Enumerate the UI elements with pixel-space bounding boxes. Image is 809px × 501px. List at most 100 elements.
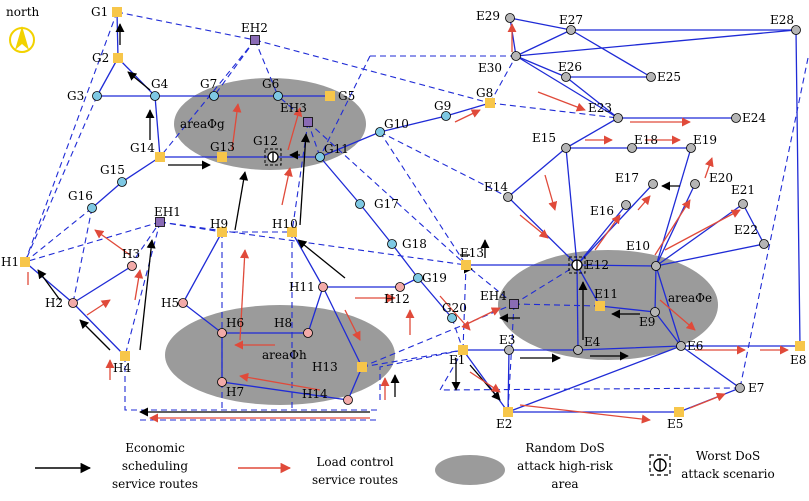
- worst-attack-icon: [649, 454, 671, 476]
- node-label: H1: [1, 255, 19, 269]
- legend-area-line2: attack high-risk: [517, 459, 614, 473]
- node-label: E24: [742, 111, 766, 125]
- node-g13: G13: [210, 140, 235, 162]
- node-label: H12: [384, 292, 410, 306]
- node-marker: [155, 152, 165, 162]
- node-marker: [217, 328, 227, 338]
- legend-economic-line1: Economic: [125, 441, 185, 455]
- node-label: E13: [460, 246, 484, 260]
- node-marker: [318, 282, 328, 292]
- node-g4: G4: [150, 77, 169, 101]
- node-marker: [561, 72, 571, 82]
- node-label: G15: [100, 163, 125, 177]
- north-indicator: north: [6, 5, 40, 53]
- node-marker: [458, 345, 468, 355]
- legend-worst-line2: attack scenario: [681, 467, 774, 481]
- node-label: H10: [272, 217, 298, 231]
- node-label: G16: [68, 189, 93, 203]
- legend-area-line1: Random DoS: [525, 441, 604, 455]
- node-marker: [120, 351, 130, 361]
- node-marker: [627, 143, 637, 153]
- node-marker: [20, 257, 30, 267]
- node-label: E2: [496, 417, 512, 431]
- node-marker: [504, 345, 514, 355]
- node-label: E21: [731, 183, 755, 197]
- node-marker: [209, 91, 219, 101]
- node-h13: H13: [312, 360, 367, 374]
- node-e8: E8: [790, 341, 806, 367]
- node-marker: [413, 273, 423, 283]
- node-marker: [738, 199, 748, 209]
- node-e28: E28: [770, 13, 801, 35]
- node-eh1: EH1: [154, 205, 181, 227]
- node-e24: E24: [731, 111, 766, 125]
- node-marker: [735, 383, 745, 393]
- node-e23: E23: [588, 101, 623, 123]
- node-eh2: EH2: [241, 21, 268, 45]
- node-label: E16: [590, 204, 614, 218]
- node-e13: E13: [460, 246, 484, 270]
- node-marker: [178, 298, 188, 308]
- node-label: H4: [113, 361, 131, 375]
- node-marker: [759, 239, 769, 249]
- node-e17: E17: [615, 171, 658, 189]
- north-arrow-icon: [15, 26, 29, 50]
- node-marker: [273, 91, 283, 101]
- node-eh4: EH4: [480, 289, 519, 309]
- node-marker: [343, 395, 353, 405]
- node-e16: E16: [590, 200, 631, 218]
- node-marker: [573, 345, 583, 355]
- node-marker: [112, 7, 122, 17]
- node-g20: G20: [442, 301, 467, 323]
- node-marker: [87, 203, 97, 213]
- node-label: H8: [274, 316, 292, 330]
- node-label: G10: [384, 117, 409, 131]
- node-e21: E21: [731, 183, 755, 209]
- legend-load-line2: service routes: [312, 473, 398, 487]
- node-marker: [511, 51, 521, 61]
- legend-worst-line1: Worst DoS: [696, 449, 760, 463]
- solid-links: [24, 11, 801, 413]
- node-label: H6: [226, 316, 244, 330]
- node-marker: [621, 200, 631, 210]
- node-e11: E11: [594, 287, 618, 311]
- node-label: E12: [585, 258, 609, 272]
- node-h14: H14: [302, 387, 353, 405]
- node-marker: [375, 127, 385, 137]
- node-marker: [250, 35, 260, 45]
- node-eh3: EH3: [280, 101, 313, 127]
- legend-worst-attack: Worst DoS attack scenario: [649, 449, 775, 481]
- node-marker: [92, 91, 102, 101]
- node-e7: E7: [735, 381, 764, 395]
- node-marker: [155, 217, 165, 227]
- node-label: H5: [161, 296, 179, 310]
- node-marker: [217, 152, 227, 162]
- node-marker: [651, 261, 661, 271]
- north-label: north: [6, 5, 40, 19]
- node-label: E6: [687, 339, 703, 353]
- node-h10: H10: [272, 217, 298, 237]
- node-g19: G19: [413, 271, 447, 285]
- node-marker: [217, 227, 227, 237]
- node-marker: [68, 298, 78, 308]
- node-g16: G16: [68, 189, 97, 213]
- node-marker: [674, 407, 684, 417]
- node-h4: H4: [113, 351, 131, 375]
- node-h7: H7: [217, 377, 244, 399]
- node-h2: H2: [45, 296, 78, 310]
- node-h8: H8: [274, 316, 313, 338]
- node-marker: [113, 53, 123, 63]
- node-marker: [303, 117, 313, 127]
- node-marker: [217, 377, 227, 387]
- node-label: G8: [476, 86, 493, 100]
- node-label: E14: [484, 180, 508, 194]
- node-label: G3: [67, 89, 84, 103]
- node-label: H11: [289, 280, 315, 294]
- node-g6: G6: [262, 77, 283, 101]
- node-g5: G5: [325, 89, 355, 103]
- node-g3: G3: [67, 89, 102, 103]
- node-label: E19: [693, 133, 717, 147]
- worst-attack-icon: [264, 148, 282, 166]
- node-label: E27: [559, 13, 583, 27]
